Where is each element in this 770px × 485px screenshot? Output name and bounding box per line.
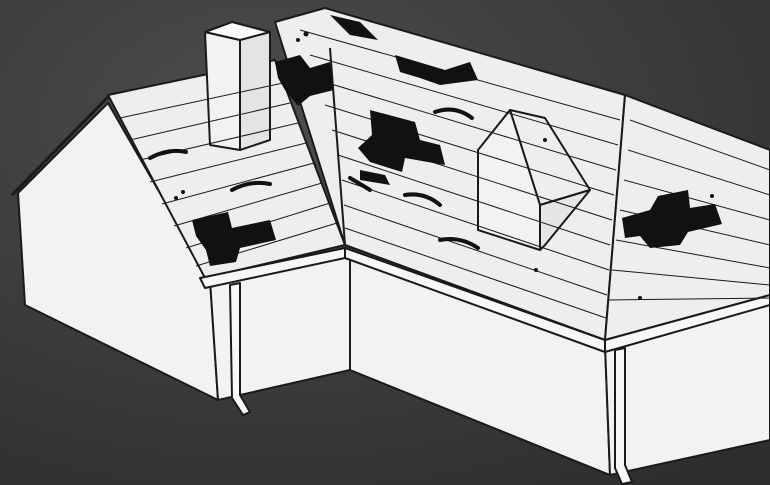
hail-mark	[543, 138, 547, 142]
hail-mark	[638, 296, 642, 300]
chimney-front	[205, 32, 240, 150]
hail-mark	[534, 268, 538, 272]
hail-mark	[296, 38, 300, 42]
hail-mark	[174, 196, 178, 200]
hail-mark	[181, 190, 185, 194]
hail-mark	[304, 32, 309, 37]
hail-mark	[710, 194, 714, 198]
